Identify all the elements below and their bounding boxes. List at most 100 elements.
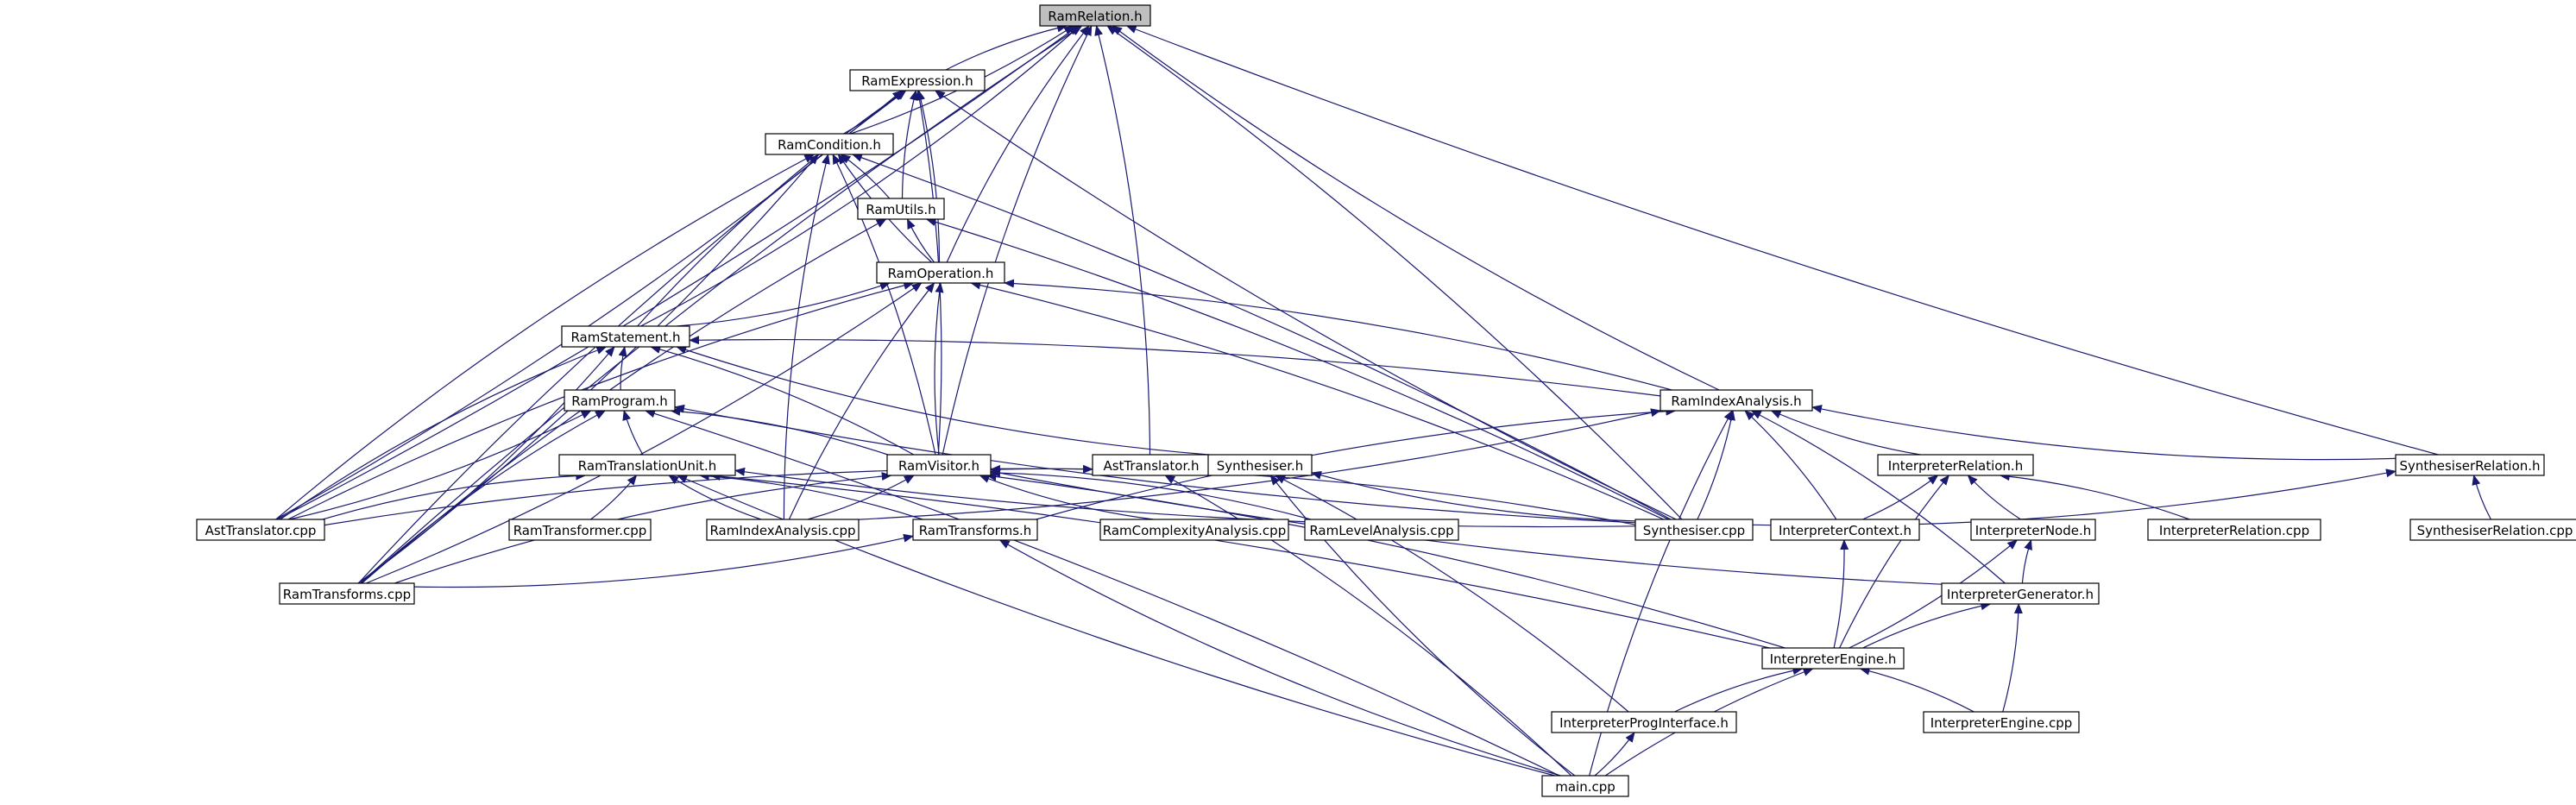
node-box [857, 198, 945, 220]
node-ram-translation-unit-h[interactable]: RamTranslationUnit.h [558, 454, 736, 476]
node-ram-index-analysis-h[interactable]: RamIndexAnalysis.h [1660, 389, 1813, 412]
edge-ast_translator_cpp-to-ram_operation_h [287, 280, 915, 520]
edge-ram_expression_h-to-ram_relation_h [945, 23, 1068, 71]
node-ram-operation-h[interactable]: RamOperation.h [876, 261, 1005, 284]
node-ram-level-analysis-cpp[interactable]: RamLevelAnalysis.cpp [1304, 519, 1459, 541]
edges-layer [275, 23, 2491, 777]
edge-main_cpp-to-interpreter_prog_interface_h [1594, 732, 1635, 777]
node-box [886, 454, 992, 476]
node-box [1970, 519, 2096, 541]
edge-ram_transforms_cpp-to-ram_expression_h [357, 90, 907, 584]
edge-ram_index_analysis_h-to-ram_statement_h [689, 336, 1661, 397]
node-box [765, 133, 894, 155]
node-main-cpp[interactable]: main.cpp [1541, 775, 1629, 797]
edge-ram_visitor_h-to-ram_program_h [670, 406, 888, 456]
node-label: Synthesiser.h [1217, 458, 1304, 474]
node-box [2395, 454, 2545, 476]
edge-interpreter_engine_h-to-interpreter_node_h [1849, 539, 2019, 649]
edge-ast_translator_h-to-ram_relation_h [1094, 25, 1151, 456]
edge-ram_translation_unit_h-to-ram_program_h [622, 410, 644, 456]
edge-interpreter_engine_cpp-to-interpreter_generator_h [2002, 603, 2023, 713]
node-ram-complexity-analysis-cpp[interactable]: RamComplexityAnalysis.cpp [1099, 519, 1289, 541]
edge-ram_utils_h-to-ram_expression_h [901, 90, 918, 199]
edge-ram_transforms_cpp-to-ram_visitor_h [394, 472, 892, 584]
node-interpreter-relation-cpp[interactable]: InterpreterRelation.cpp [2147, 519, 2321, 541]
node-ram-condition-h[interactable]: RamCondition.h [765, 133, 894, 155]
edge-interpreter_context_h-to-ram_index_analysis_h [1744, 410, 1837, 520]
edge-ram_index_analysis_cpp-to-ram_operation_h [788, 282, 935, 520]
node-box [564, 389, 676, 412]
node-label: RamCondition.h [778, 137, 881, 153]
node-ram-visitor-h[interactable]: RamVisitor.h [886, 454, 992, 476]
node-label: RamExpression.h [861, 73, 973, 89]
edge-synthesiser_h-to-ram_statement_h [676, 345, 1209, 456]
node-box [1660, 389, 1813, 412]
node-label: RamTransforms.h [919, 523, 1032, 538]
edge-ast_translator_cpp-to-ram_relation_h [277, 25, 1080, 520]
edge-ram_operation_h-to-ram_utils_h [906, 218, 935, 263]
node-ram-transforms-h[interactable]: RamTransforms.h [912, 519, 1038, 541]
node-ram-program-h[interactable]: RamProgram.h [564, 389, 676, 412]
node-box [1761, 647, 1905, 670]
edge-synthesiser_cpp-to-ram_visitor_h [990, 464, 1636, 525]
node-box [1551, 711, 1737, 733]
node-box [1941, 582, 2100, 605]
node-box [561, 325, 690, 348]
edge-ast_translator_cpp-to-ast_translator_h [324, 464, 1093, 526]
node-interpreter-context-h[interactable]: InterpreterContext.h [1770, 519, 1920, 541]
node-synthesiser-relation-cpp[interactable]: SynthesiserRelation.cpp [2409, 519, 2576, 541]
node-synthesiser-h[interactable]: Synthesiser.h [1207, 454, 1313, 476]
edge-ram_transforms_cpp-to-ram_program_h [361, 410, 606, 584]
node-box [196, 519, 325, 541]
node-box [508, 519, 652, 541]
node-label: RamLevelAnalysis.cpp [1309, 523, 1453, 538]
edge-ram_program_h-to-ram_statement_h [618, 346, 627, 391]
edge-interpreter_engine_h-to-interpreter_generator_h [1862, 601, 1992, 649]
edge-ram_index_analysis_h-to-ram_operation_h [1004, 279, 1672, 391]
node-ram-transforms-cpp[interactable]: RamTransforms.cpp [279, 582, 415, 605]
node-label: RamIndexAnalysis.cpp [709, 523, 855, 538]
node-label: RamTransformer.cpp [513, 523, 647, 538]
edge-interpreter_prog_interface_h-to-synthesiser_h [1275, 475, 1629, 713]
edge-ram_statement_h-to-ram_relation_h [640, 25, 1081, 327]
node-interpreter-engine-h[interactable]: InterpreterEngine.h [1761, 647, 1905, 670]
edge-interpreter_relation_h-to-ram_index_analysis_h [1770, 410, 1921, 456]
node-synthesiser-cpp[interactable]: Synthesiser.cpp [1634, 519, 1754, 541]
node-box [1099, 519, 1289, 541]
edge-interpreter_context_h-to-interpreter_relation_h [1862, 475, 1939, 520]
edge-ast_translator_cpp-to-ram_statement_h [280, 346, 608, 520]
node-synthesiser-relation-h[interactable]: SynthesiserRelation.h [2395, 454, 2545, 476]
node-label: InterpreterProgInterface.h [1559, 715, 1729, 731]
edge-ram_index_analysis_cpp-to-ram_condition_h [783, 154, 830, 520]
node-ram-relation-h[interactable]: RamRelation.h [1039, 4, 1151, 27]
node-box [876, 261, 1005, 284]
node-label: RamTranslationUnit.h [578, 458, 716, 474]
edge-synthesiser_cpp-to-synthesiser_relation_h [1752, 469, 2396, 526]
node-interpreter-prog-interface-h[interactable]: InterpreterProgInterface.h [1551, 711, 1737, 733]
node-interpreter-relation-h[interactable]: InterpreterRelation.h [1877, 454, 2034, 476]
nodes-layer: RamRelation.hRamExpression.hRamCondition… [196, 4, 2576, 797]
node-interpreter-generator-h[interactable]: InterpreterGenerator.h [1941, 582, 2100, 605]
edge-interpreter_engine_cpp-to-interpreter_engine_h [1859, 666, 1975, 713]
edge-ram_visitor_h-to-ram_condition_h [832, 154, 936, 456]
node-ram-statement-h[interactable]: RamStatement.h [561, 325, 690, 348]
edge-ram_index_analysis_cpp-to-ram_visitor_h [807, 475, 915, 520]
edge-interpreter_relation_cpp-to-interpreter_relation_h [1999, 472, 2190, 520]
node-label: InterpreterContext.h [1779, 523, 1912, 538]
edge-synthesiser_cpp-to-ram_condition_h [851, 153, 1672, 520]
node-ast-translator-h[interactable]: AstTranslator.h [1092, 454, 1211, 476]
node-interpreter-engine-cpp[interactable]: InterpreterEngine.cpp [1923, 711, 2080, 733]
node-interpreter-node-h[interactable]: InterpreterNode.h [1970, 519, 2096, 541]
node-label: main.cpp [1555, 779, 1616, 795]
node-ram-utils-h[interactable]: RamUtils.h [857, 198, 945, 220]
node-box [1207, 454, 1313, 476]
node-ast-translator-cpp[interactable]: AstTranslator.cpp [196, 519, 325, 541]
edge-interpreter_prog_interface_h-to-interpreter_engine_h [1674, 666, 1804, 713]
edge-synthesiser_cpp-to-ram_utils_h [925, 217, 1669, 520]
node-ram-transformer-cpp[interactable]: RamTransformer.cpp [508, 519, 652, 541]
node-ram-index-analysis-cpp[interactable]: RamIndexAnalysis.cpp [706, 519, 860, 541]
node-ram-expression-h[interactable]: RamExpression.h [849, 69, 986, 91]
node-box [1923, 711, 2080, 733]
edge-main_cpp-to-ram_program_h [645, 409, 1560, 777]
